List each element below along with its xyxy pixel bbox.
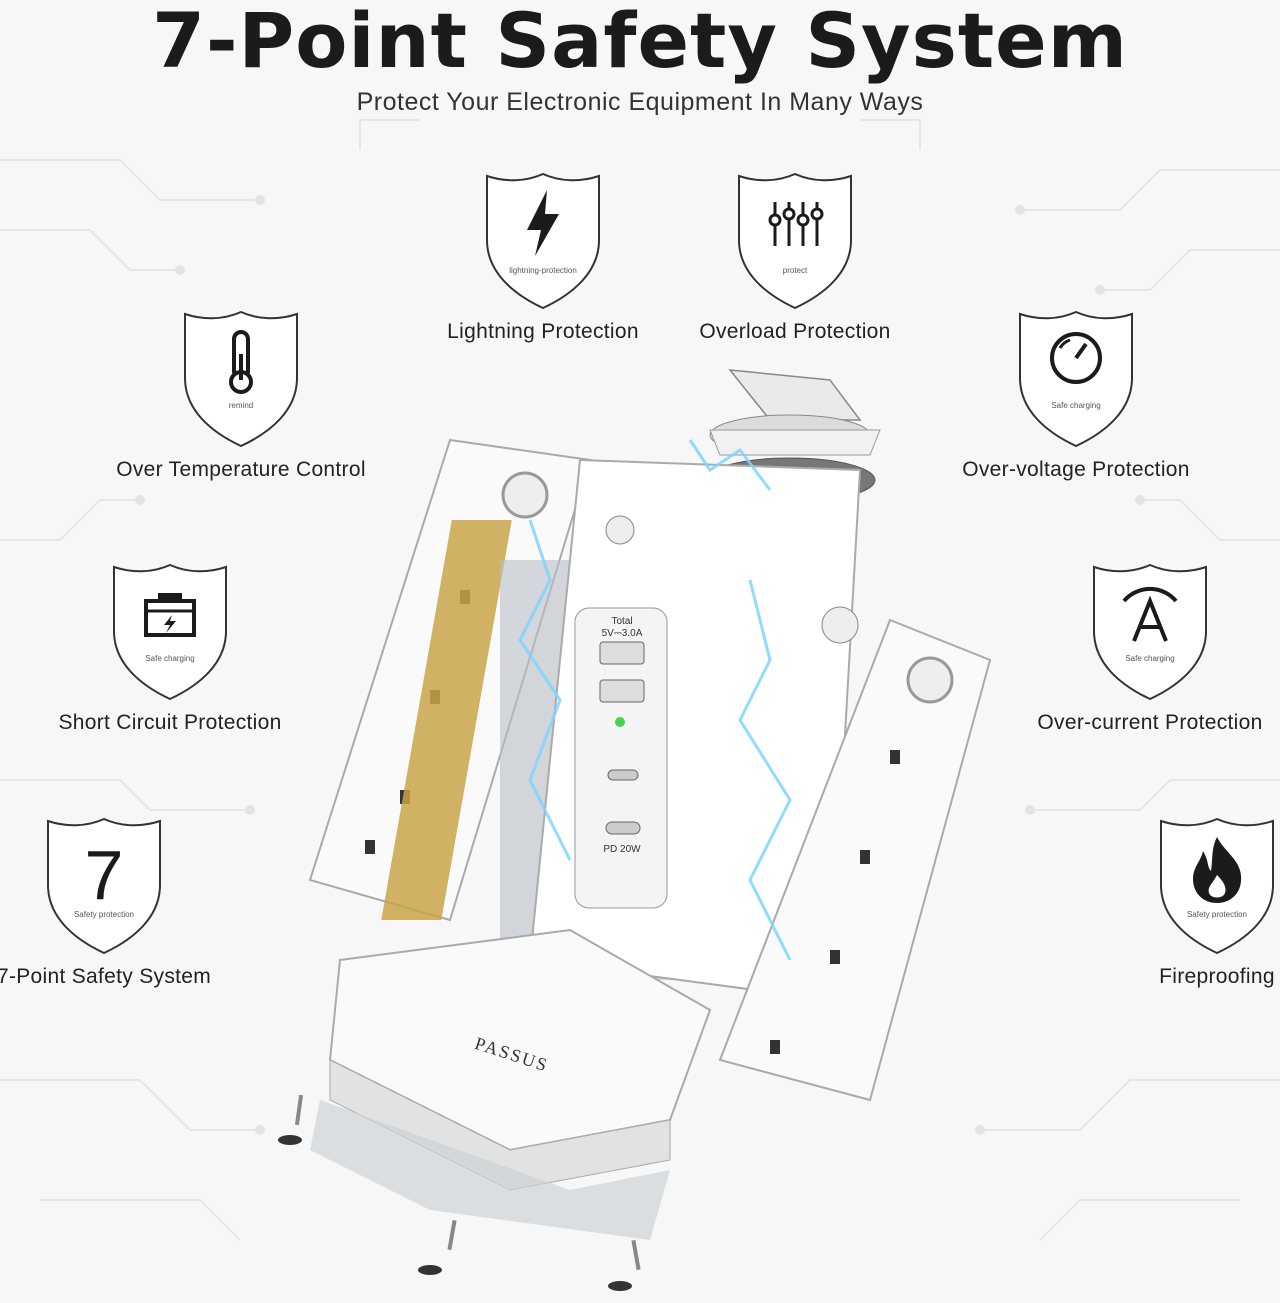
shield-caption: Safe charging — [1125, 654, 1174, 663]
feature-label: Fireproofing — [1159, 965, 1275, 988]
page-subtitle: Protect Your Electronic Equipment In Man… — [356, 88, 924, 116]
shield-caption: Safe charging — [145, 654, 194, 663]
feature-lightning-protection: lightning-protection Lightning Protectio… — [393, 170, 693, 344]
feature-fireproofing: Safety protection Fireproofing — [1067, 815, 1280, 989]
usb-rating-label: 5V⎓3.0A — [602, 628, 643, 639]
usb-total-label: Total — [611, 616, 632, 627]
feature-label: Overload Protection — [699, 320, 891, 343]
pd-label: PD 20W — [603, 844, 641, 855]
sliders-icon: protect — [738, 172, 852, 310]
feature-label: Over Temperature Control — [116, 458, 366, 481]
feature-over-voltage: Safe charging Over-voltage Protection — [926, 308, 1226, 482]
feature-label: Lightning Protection — [447, 320, 639, 343]
shield-caption: Safe charging — [1051, 401, 1100, 410]
thermometer-icon: remind — [184, 310, 298, 448]
feature-overload-protection: protect Overload Protection — [645, 170, 945, 344]
flame-icon: Safety protection — [1160, 817, 1274, 955]
page-title: 7-Point Safety System — [152, 0, 1128, 85]
right-socket-panel — [718, 606, 992, 1102]
feature-short-circuit: Safe charging Short Circuit Protection — [20, 561, 320, 735]
feature-label: Over-voltage Protection — [962, 458, 1190, 481]
feature-label: 7-Point Safety System — [0, 965, 212, 988]
seven-glyph: 7 — [85, 836, 124, 914]
power-tower-illustration: Total 5V⎓3.0A PD 20W PASSUS — [278, 369, 992, 1291]
shield-caption: Safety protection — [1187, 910, 1247, 919]
shield-caption: lightning-protection — [509, 266, 577, 275]
center-usb-panel: Total 5V⎓3.0A PD 20W — [528, 458, 862, 1002]
gauge-icon: Safe charging — [1019, 310, 1133, 448]
ampere-icon: Safe charging — [1093, 563, 1207, 701]
shield-caption: remind — [229, 401, 253, 410]
feature-over-current: Safe charging Over-current Protection — [1000, 561, 1280, 735]
feature-label: Short Circuit Protection — [58, 711, 282, 734]
shield-caption: Safety protection — [74, 910, 134, 919]
battery-charging-icon: Safe charging — [113, 563, 227, 701]
shield-caption: protect — [783, 266, 808, 275]
feature-label: Over-current Protection — [1037, 711, 1263, 734]
number-seven-icon: 7 Safety protection — [47, 817, 161, 955]
feature-seven-point: 7 Safety protection 7-Point Safety Syste… — [0, 815, 254, 989]
lightning-icon: lightning-protection — [486, 172, 600, 310]
feature-over-temperature: remind Over Temperature Control — [91, 308, 391, 482]
base-unit: PASSUS — [310, 928, 712, 1240]
screws — [278, 1094, 641, 1291]
